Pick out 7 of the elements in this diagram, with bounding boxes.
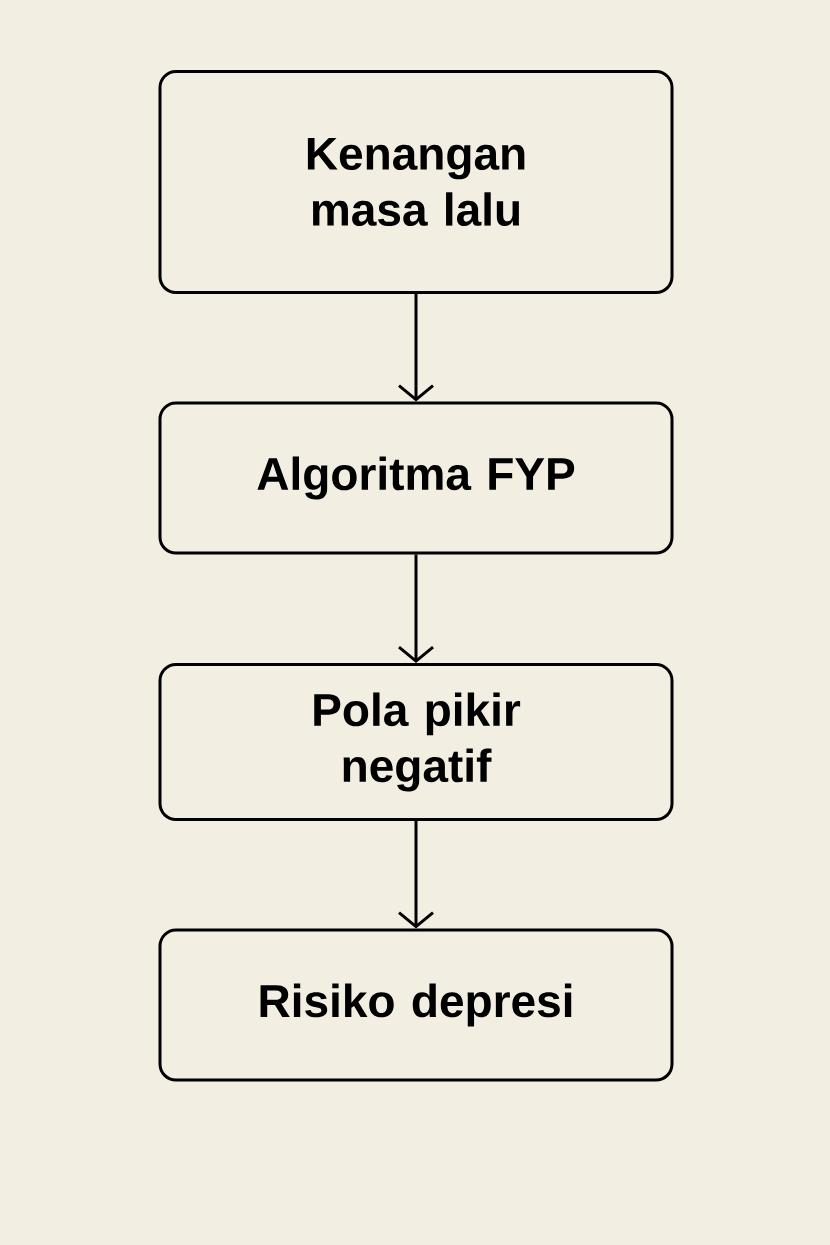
arrow	[398, 554, 434, 663]
process-box: Algoritma FYP	[158, 401, 674, 555]
process-box: Kenangan masa lalu	[158, 70, 674, 294]
arrow	[398, 821, 434, 929]
arrow	[398, 294, 434, 402]
process-box: Risiko depresi	[158, 928, 674, 1082]
process-box: Pola pikir negatif	[158, 663, 674, 821]
